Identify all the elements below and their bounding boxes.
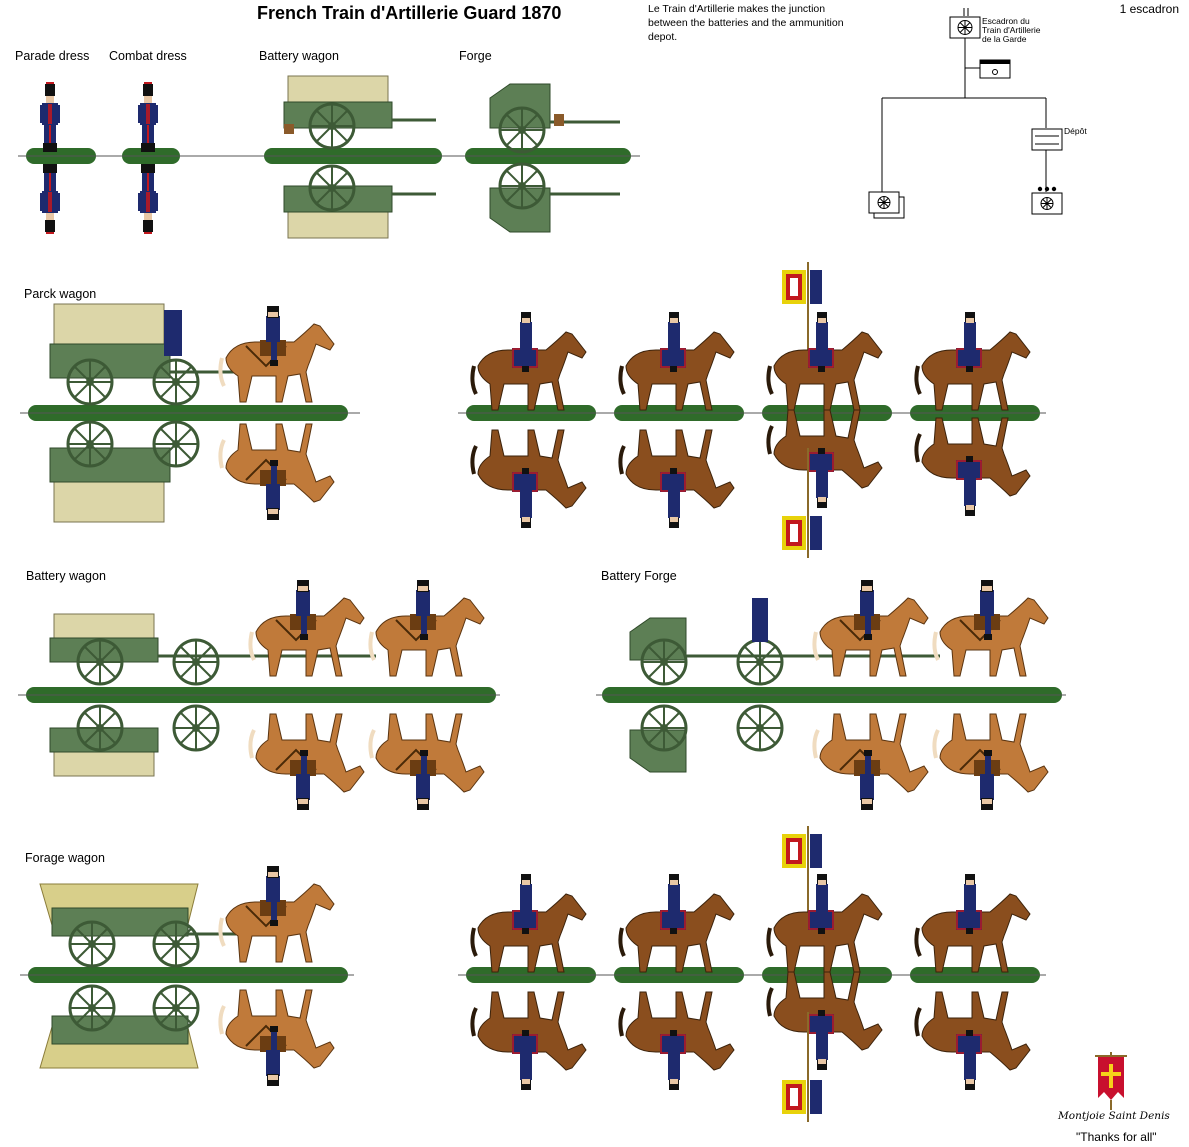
org-hq-label: Escadron du Train d'Artillerie de la Gar… bbox=[982, 16, 1041, 44]
forage-wagon-model bbox=[39, 864, 336, 1088]
cavalry-trumpeter-2 bbox=[618, 872, 736, 1092]
montjoie-banner-icon bbox=[1095, 1052, 1127, 1110]
depot-symbol bbox=[1031, 128, 1063, 151]
battery-wagon-top-model bbox=[283, 75, 436, 239]
footer-motto: Montjoie Saint Denis bbox=[1058, 1110, 1170, 1122]
org-depot-label: Dépôt bbox=[1064, 126, 1087, 136]
label-battery-forge: Battery Forge bbox=[601, 569, 677, 583]
unit-count: 1 escadron bbox=[1119, 2, 1179, 16]
battery-symbol-left bbox=[868, 191, 905, 219]
cavalry-standard-bearer-1 bbox=[766, 261, 884, 559]
org-chart bbox=[868, 8, 1063, 219]
cavalry-trooper-1 bbox=[470, 310, 588, 530]
label-forage-wagon: Forage wagon bbox=[25, 851, 105, 865]
battery-symbol-right bbox=[1031, 186, 1063, 215]
cavalry-trooper-2 bbox=[470, 872, 588, 1092]
parck-wagon-model bbox=[49, 303, 336, 523]
cavalry-officer-2 bbox=[914, 872, 1032, 1092]
cavalry-officer-1 bbox=[914, 310, 1032, 518]
combat-dress-figure bbox=[138, 82, 158, 234]
label-parade-dress: Parade dress bbox=[15, 49, 90, 63]
battery-wagon-model bbox=[49, 578, 486, 812]
label-battery-wagon: Battery wagon bbox=[26, 569, 106, 583]
label-combat-dress: Combat dress bbox=[109, 49, 187, 63]
page-title: French Train d'Artillerie Guard 1870 bbox=[257, 3, 562, 23]
battery-forge-model bbox=[629, 578, 1050, 812]
footer-thanks: "Thanks for all" bbox=[1076, 1130, 1157, 1144]
label-parck-wagon: Parck wagon bbox=[24, 287, 97, 301]
cavalry-standard-bearer-2 bbox=[766, 825, 884, 1123]
label-battery-wagon-top: Battery wagon bbox=[259, 49, 339, 63]
parade-dress-figure bbox=[40, 82, 60, 234]
staff-symbol bbox=[979, 59, 1011, 79]
description-note: Le Train d'Artillerie makes the junction… bbox=[648, 3, 844, 43]
hq-unit-symbol bbox=[949, 8, 981, 39]
cavalry-trumpeter-1 bbox=[618, 310, 736, 530]
label-forge: Forge bbox=[459, 49, 492, 63]
forge-model bbox=[489, 83, 620, 233]
